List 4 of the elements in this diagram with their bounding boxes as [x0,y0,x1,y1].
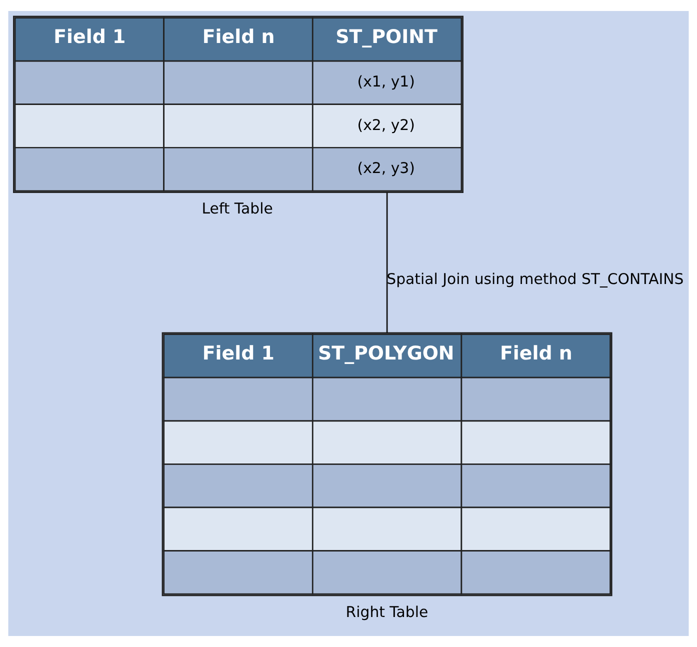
node-label: Left Table [202,200,273,218]
connector [386,192,388,333]
node-label: Right Table [346,602,428,621]
edge-label: Spatial Join using method ST_CONTAINS [386,270,684,288]
